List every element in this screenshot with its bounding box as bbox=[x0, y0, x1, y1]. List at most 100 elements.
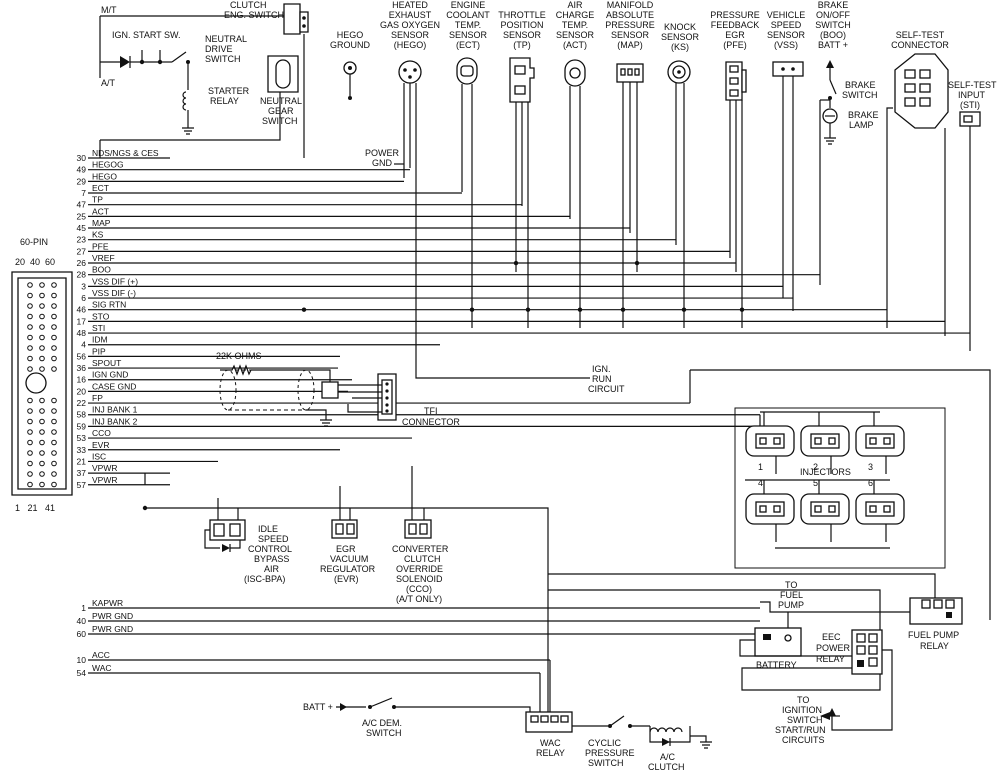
pin-number: 33 bbox=[77, 445, 87, 455]
pin-number: 29 bbox=[77, 176, 87, 186]
tfi-label-1: TFI bbox=[424, 406, 438, 416]
fuel-pump-relay-label-1: FUEL PUMP bbox=[908, 630, 959, 640]
injector: 2 bbox=[800, 412, 850, 474]
connector-pin bbox=[27, 334, 33, 341]
neutral-drive-switch-label-3: SWITCH bbox=[205, 54, 241, 64]
connector-pin bbox=[51, 418, 57, 425]
evr-label-1: EGR bbox=[336, 544, 356, 554]
connector-pin bbox=[51, 345, 57, 351]
injector: 5 bbox=[800, 478, 850, 542]
connector-pin bbox=[39, 439, 45, 446]
signal-name: SIG RTN bbox=[92, 300, 126, 310]
sensor-label-tp: THROTTLE bbox=[498, 10, 546, 20]
sensor-label-act: (ACT) bbox=[563, 40, 587, 50]
signal-name: ACT bbox=[92, 206, 109, 216]
connector-pin bbox=[39, 334, 45, 341]
signal-name: SPOUT bbox=[92, 358, 121, 368]
hego-sensor: POWER GND bbox=[365, 60, 590, 379]
connector-pin bbox=[51, 408, 57, 414]
connector-pin bbox=[51, 429, 57, 435]
isc-label-5: AIR bbox=[264, 564, 280, 574]
connector-pin bbox=[27, 481, 33, 488]
connector-pin bbox=[27, 429, 33, 435]
pin-number: 58 bbox=[77, 410, 87, 420]
starter-relay-label-1: STARTER bbox=[208, 86, 250, 96]
battery-label: BATTERY bbox=[756, 660, 797, 670]
sensor-label-ect: (ECT) bbox=[456, 40, 480, 50]
to-ign-switch-label-2: IGNITION bbox=[782, 705, 822, 715]
sensor-label-boo: SWITCH bbox=[815, 20, 851, 30]
pin-number: 47 bbox=[77, 200, 87, 210]
power-gnd-label-2: GND bbox=[372, 158, 393, 168]
signal-name: INJ BANK 1 bbox=[92, 405, 138, 415]
connector-pin bbox=[51, 439, 57, 446]
signal-name: ACC bbox=[92, 650, 110, 660]
pin-number: 7 bbox=[81, 188, 86, 198]
connector-top-pins: 20 40 60 bbox=[15, 257, 55, 267]
injector: 4 bbox=[745, 478, 795, 542]
ect-sensor bbox=[456, 57, 478, 328]
power-gnd-label-1: POWER bbox=[365, 148, 400, 158]
connector-title: 60-PIN bbox=[20, 237, 48, 247]
connector-pin bbox=[27, 408, 33, 414]
clutch-switch-label-2: ENG. SWITCH bbox=[224, 10, 284, 20]
connector-pin bbox=[39, 450, 45, 456]
connector-pin bbox=[39, 418, 45, 425]
tfi-area: IGN. RUN CIRCUIT 22K OHMS TFI CONNECTOR bbox=[216, 351, 625, 427]
sensor-label-boo: BATT + bbox=[818, 40, 848, 50]
pin-number: 6 bbox=[81, 293, 86, 303]
signal-row: 25 ACT bbox=[77, 206, 570, 221]
brake-switch-label-2: SWITCH bbox=[842, 90, 878, 100]
to-ign-switch-label-3: SWITCH bbox=[787, 715, 823, 725]
signal-row: 29 HEGO bbox=[77, 171, 404, 186]
connector-pin bbox=[27, 471, 33, 477]
signal-name: KAPWR bbox=[92, 598, 123, 608]
connector-pin bbox=[51, 366, 57, 372]
connector-pin bbox=[39, 366, 45, 372]
cco-label-1: CONVERTER bbox=[392, 544, 449, 554]
connector-pin bbox=[39, 408, 45, 414]
pfe-sensor bbox=[725, 61, 747, 328]
act-sensor bbox=[564, 59, 586, 328]
sensor-label-ks: (KS) bbox=[671, 42, 689, 52]
sensor-label-hego: HEATED bbox=[392, 0, 428, 10]
sensor-label-ect: COOLANT bbox=[446, 10, 490, 20]
cyclic-switch-label-1: CYCLIC bbox=[588, 738, 622, 748]
starter-circuit: M/T A/T IGN. START SW. NEUTRAL DRIVE SWI… bbox=[99, 0, 309, 158]
signal-name: IGN GND bbox=[92, 370, 128, 380]
ac-clutch-label-2: CLUTCH bbox=[648, 762, 685, 772]
connector-pin bbox=[27, 460, 33, 467]
connector-pin bbox=[27, 439, 33, 446]
pin-number: 57 bbox=[77, 480, 87, 490]
connector-pin bbox=[51, 355, 57, 362]
pin-number: 45 bbox=[77, 223, 87, 233]
pin-number: 22 bbox=[77, 398, 87, 408]
vss-sensor bbox=[772, 61, 804, 311]
pin-number: 23 bbox=[77, 235, 87, 245]
connector-pin bbox=[27, 450, 33, 456]
injector-number: 3 bbox=[868, 462, 873, 472]
connector-pin bbox=[39, 481, 45, 488]
pin-number: 26 bbox=[77, 258, 87, 268]
to-fuel-pump-label-2: FUEL bbox=[780, 590, 803, 600]
connector-pin bbox=[39, 397, 45, 404]
sensor-label-hego: (HEGO) bbox=[394, 40, 427, 50]
connector-pin bbox=[39, 460, 45, 467]
pin-number: 25 bbox=[77, 211, 87, 221]
cyclic-switch-label-2: PRESSURE bbox=[585, 748, 635, 758]
neutral-gear-switch-label-3: SWITCH bbox=[262, 116, 298, 126]
pin-number: 48 bbox=[77, 328, 87, 338]
sensor-label-pfe: EGR bbox=[725, 30, 745, 40]
ac-clutch-label-1: A/C bbox=[660, 752, 676, 762]
sensor-label-ect: ENGINE bbox=[451, 0, 486, 10]
signal-name: HEGO bbox=[92, 171, 117, 181]
